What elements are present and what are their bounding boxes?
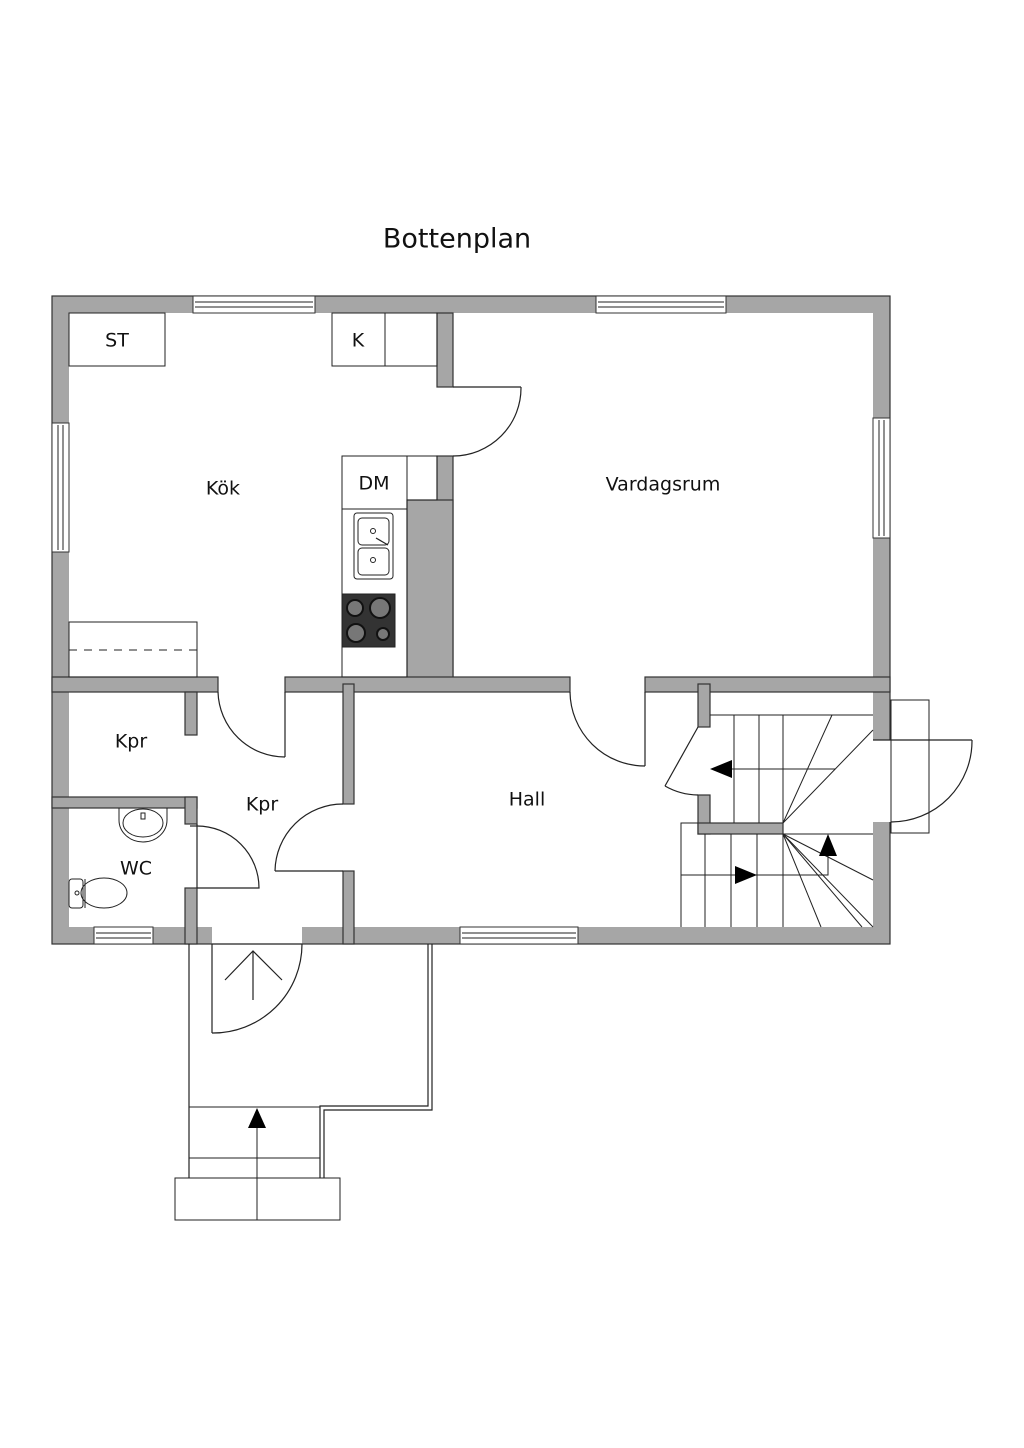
interior-wall xyxy=(51,796,198,809)
dishwasher-label: DM xyxy=(358,473,389,495)
window-hall xyxy=(459,926,579,945)
window-wc xyxy=(93,926,154,945)
sink-icon xyxy=(353,512,394,580)
doors xyxy=(190,386,973,1034)
stair-arrow-up-icon xyxy=(819,834,837,856)
room-label-closet: Kpr xyxy=(246,794,279,816)
windows xyxy=(51,295,891,945)
wardrobe xyxy=(68,312,166,367)
interior-wall xyxy=(184,796,198,825)
door-entrance xyxy=(211,943,303,1034)
washbasin-icon xyxy=(118,808,168,843)
window-living-right xyxy=(872,417,891,539)
room-labels: Kök Vardagsrum Kpr Kpr Hall WC xyxy=(115,474,721,880)
window-kitchen-top xyxy=(192,295,316,314)
porch-arrow-up-icon xyxy=(248,1108,266,1128)
interior-wall xyxy=(184,691,198,736)
cabinet xyxy=(406,455,438,501)
cabinet xyxy=(384,312,438,367)
entrance-porch xyxy=(174,944,433,1221)
room-label-kitchen: Kök xyxy=(206,478,240,500)
room-label-wc: WC xyxy=(120,858,152,880)
interior-wall xyxy=(342,683,355,805)
interior-wall xyxy=(342,870,355,945)
room-label-living-room: Vardagsrum xyxy=(606,474,721,496)
window-living-top xyxy=(595,295,727,314)
counter-island xyxy=(341,455,408,678)
stair-arrow-left-icon xyxy=(710,760,732,778)
floor-title: Bottenplan xyxy=(383,224,531,255)
fridge-label: K xyxy=(352,330,365,352)
toilet-icon xyxy=(68,877,128,909)
walls xyxy=(51,295,891,945)
stove-icon xyxy=(341,593,396,648)
stair-arrow-right-icon xyxy=(735,866,757,884)
openings xyxy=(212,740,891,945)
wardrobe-label: ST xyxy=(105,330,129,352)
door-wc xyxy=(190,824,260,889)
kitchen-fixtures: ST K DM xyxy=(68,312,438,678)
window-kitchen-left xyxy=(51,422,70,553)
door-kitchen-living xyxy=(452,386,522,457)
door-stairs xyxy=(664,726,699,796)
interior-wall xyxy=(406,499,454,685)
interior-wall xyxy=(284,676,571,693)
door-hall xyxy=(274,803,344,872)
room-label-hall: Hall xyxy=(509,789,546,811)
interior-wall xyxy=(697,822,784,835)
staircase xyxy=(680,714,874,928)
door-kitchen-corridor xyxy=(217,691,286,758)
interior-wall xyxy=(436,312,454,388)
door-living-hall xyxy=(569,691,646,767)
interior-wall xyxy=(51,676,219,693)
wc-fixtures xyxy=(68,808,168,909)
door-exterior-side xyxy=(873,699,973,834)
interior-wall xyxy=(697,683,711,728)
interior-wall xyxy=(644,676,891,693)
interior-wall xyxy=(184,887,198,945)
room-label-closet: Kpr xyxy=(115,731,148,753)
